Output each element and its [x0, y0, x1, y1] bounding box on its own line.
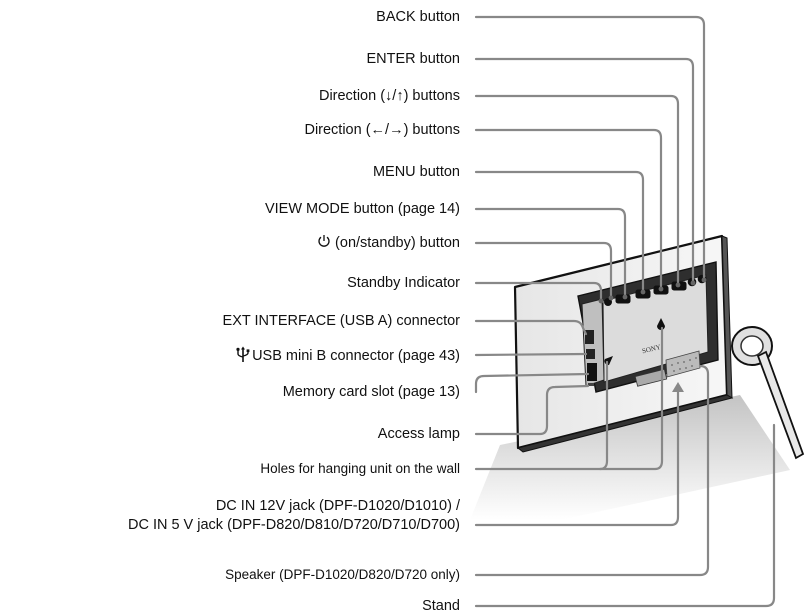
- label-enter: ENTER button: [366, 51, 461, 67]
- hanging-hole-top: [657, 318, 665, 330]
- label-direction-left-right: Direction (←/→) buttons: [304, 122, 460, 138]
- label-dc-in-5v: DC IN 5 V jack (DPF-D820/D810/D720/D710/…: [127, 517, 460, 533]
- leader-lamp: [474, 384, 590, 436]
- leader-dir-ud: [474, 94, 680, 287]
- stand-leg: [756, 350, 805, 460]
- label-speaker: Speaker (DPF-D1020/D820/D720 only): [225, 567, 460, 582]
- leader-holes-2: [598, 360, 609, 471]
- leader-lines: [474, 15, 776, 608]
- label-back: BACK button: [376, 9, 460, 25]
- ext-connector-port: [585, 330, 594, 344]
- leader-enter: [474, 57, 695, 285]
- card-slot-port: [587, 363, 597, 381]
- leader-back: [474, 15, 706, 282]
- label-direction-up-down: Direction (↓/↑) buttons: [318, 88, 460, 104]
- label-power-text: (on/standby) button: [335, 235, 460, 251]
- access-lamp-mark: [588, 383, 594, 386]
- stand-base-inner: [740, 335, 764, 357]
- label-stand: Stand: [422, 598, 460, 614]
- leader-stand: [474, 423, 776, 608]
- leader-menu: [474, 170, 645, 294]
- label-hanging-holes: Holes for hanging unit on the wall: [260, 461, 460, 476]
- usb-trident-icon: [236, 346, 250, 362]
- leader-dir-lr: [474, 128, 663, 291]
- floor-shadow: [470, 395, 790, 520]
- label-menu: MENU button: [372, 164, 460, 180]
- leader-view-mode: [474, 207, 627, 299]
- speaker-dots: [671, 357, 697, 372]
- label-view-mode: VIEW MODE button (page 14): [264, 201, 460, 217]
- label-usb-mini-b: USB mini B connector (page 43): [236, 346, 460, 365]
- label-dc-in-12v: DC IN 12V jack (DPF-D1020/D1010) /: [215, 498, 460, 514]
- label-standby-indicator: Standby Indicator: [347, 275, 460, 291]
- leader-standby: [474, 281, 603, 303]
- usb-mini-port: [586, 349, 595, 359]
- leader-dcin: [474, 386, 680, 527]
- leader-ext: [474, 319, 588, 336]
- label-ext-interface: EXT INTERFACE (USB A) connector: [222, 313, 460, 329]
- leader-holes: [474, 326, 664, 471]
- leader-usb: [474, 352, 588, 357]
- label-memory-card-slot: Memory card slot (page 13): [282, 384, 460, 400]
- dc-in-jack: [634, 368, 668, 387]
- power-icon: [318, 235, 330, 247]
- dc-in-arrow: [672, 382, 684, 392]
- leader-card: [474, 372, 590, 394]
- leader-power: [474, 241, 613, 300]
- leader-dots: [598, 277, 707, 304]
- label-access-lamp: Access lamp: [377, 426, 460, 442]
- label-usb-text: USB mini B connector (page 43): [252, 348, 460, 364]
- label-power: (on/standby) button: [317, 234, 460, 252]
- leader-speaker: [474, 364, 710, 577]
